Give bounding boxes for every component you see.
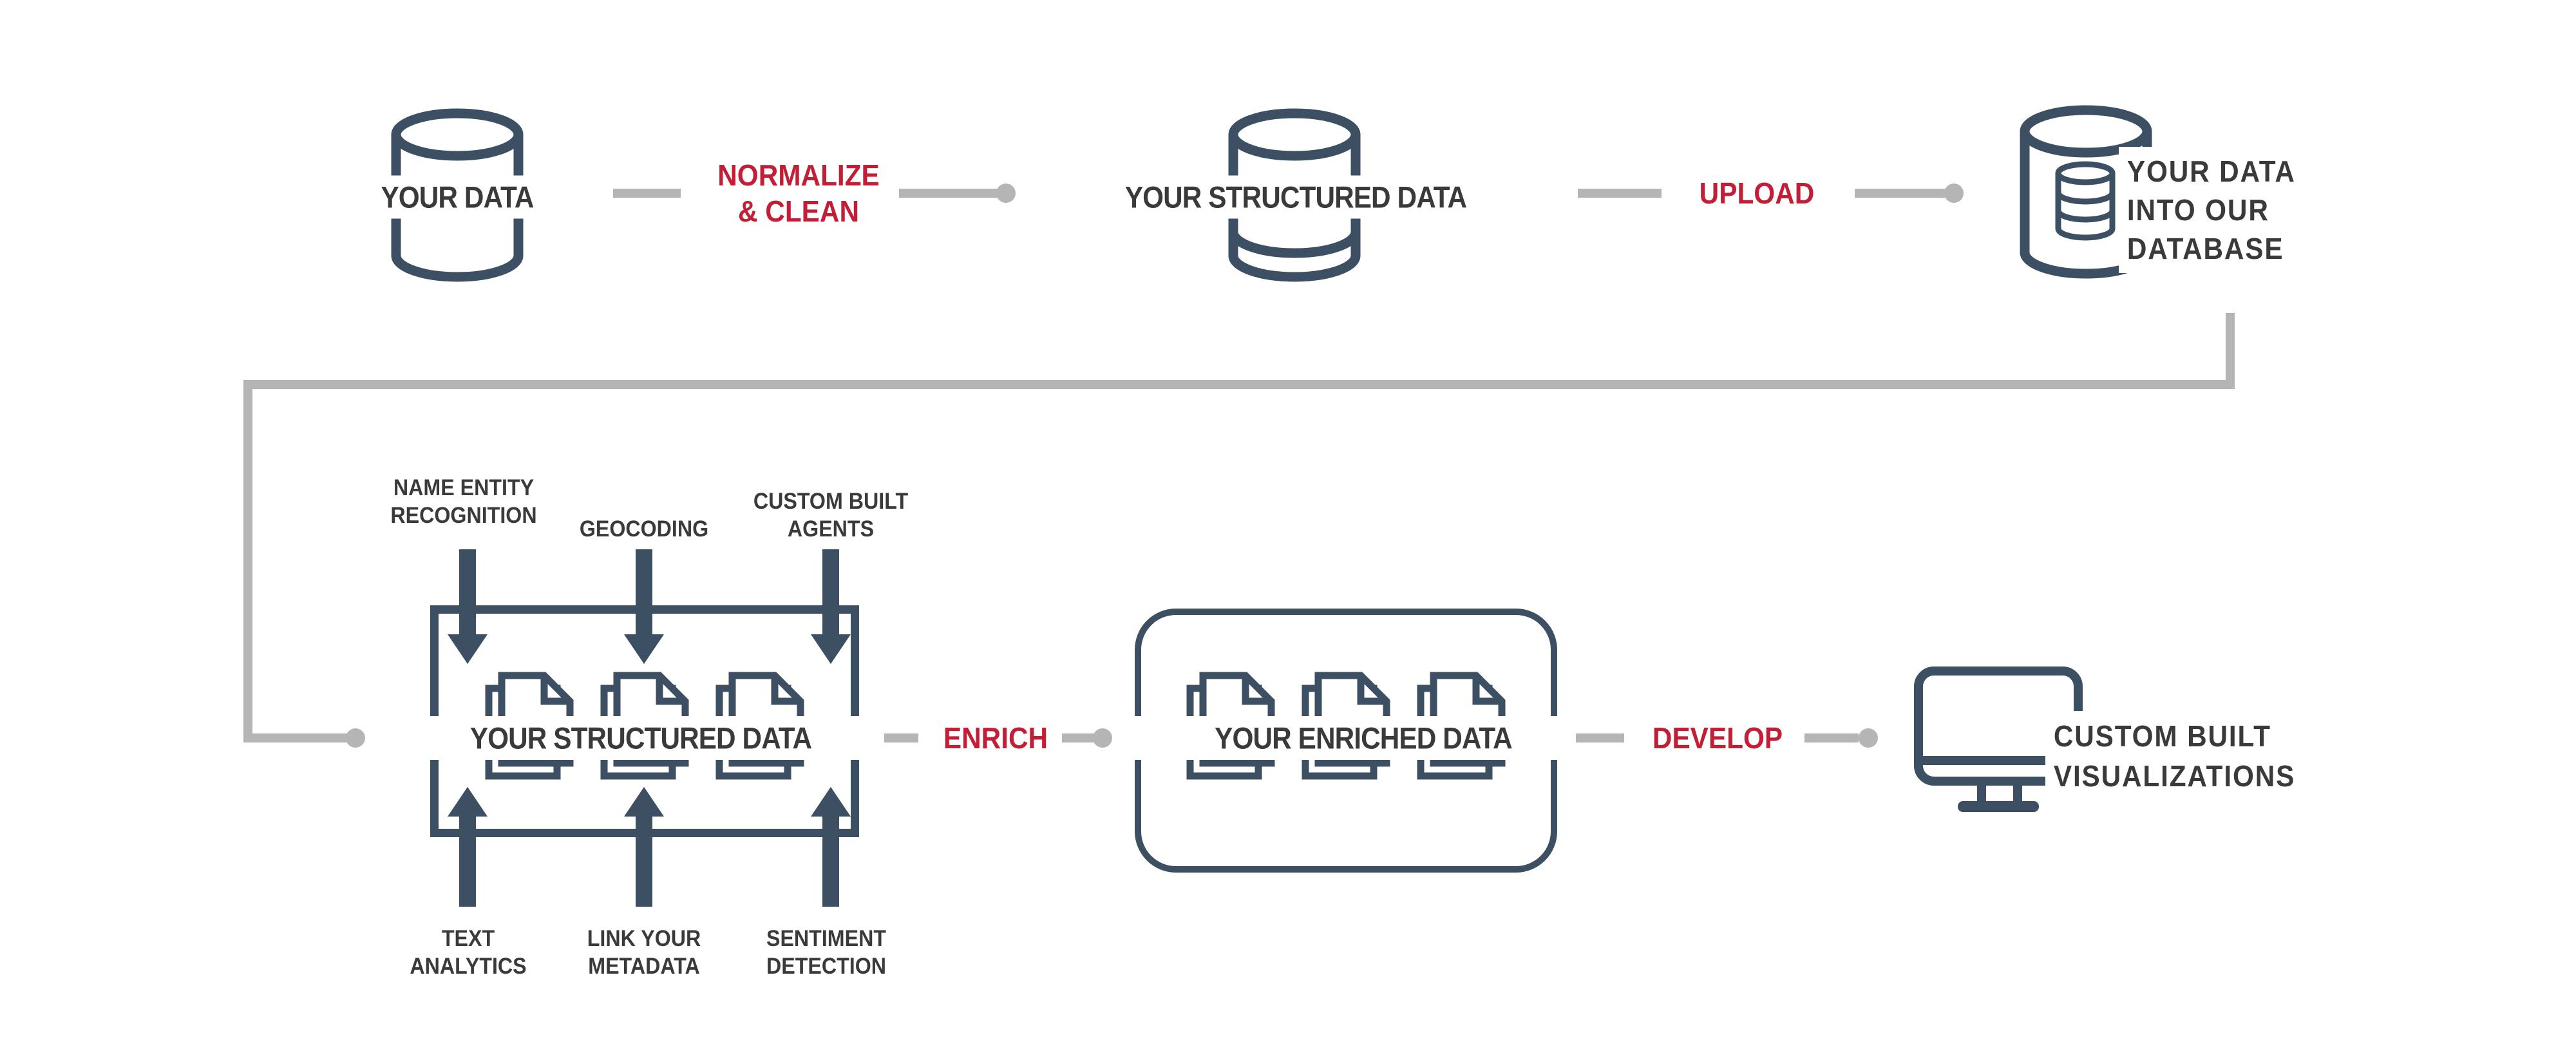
connector-dash (613, 189, 681, 198)
input-line: LINK YOUR (587, 926, 701, 951)
structured-box-label: YOUR STRUCTURED DATA (469, 721, 812, 755)
connector-line (1804, 733, 1859, 742)
input-label-custom-built-agents: CUSTOM BUILT AGENTS (753, 487, 908, 543)
input-line: ANALYTICS (410, 954, 527, 979)
input-line: SENTIMENT (766, 926, 887, 951)
connector-line (1062, 733, 1099, 742)
input-line: TEXT (441, 926, 495, 951)
arrowhead-down-icon (624, 634, 664, 664)
develop-step-label: DEVELOP (1652, 721, 1783, 755)
connector-dot (996, 184, 1016, 203)
arrow-down-icon (459, 549, 476, 634)
arrow-up-icon (822, 817, 839, 907)
structured-data-label: YOUR STRUCTURED DATA (1114, 175, 1477, 219)
your-data-label: YOUR DATA (370, 175, 544, 219)
connector-line (899, 189, 1002, 198)
normalize-line-1: NORMALIZE (717, 158, 880, 192)
database-line-1: YOUR DATA (2126, 155, 2296, 188)
visualizations-line-1: CUSTOM BUILT (2053, 719, 2271, 753)
input-line: NAME ENTITY (393, 475, 535, 500)
connector-dot (1859, 728, 1878, 748)
normalize-step-label: NORMALIZE & CLEAN (717, 157, 880, 229)
normalize-line-2: & CLEAN (737, 194, 860, 228)
connector-dot (1944, 184, 1964, 203)
input-line: METADATA (588, 954, 700, 979)
enrich-step-label: ENRICH (943, 721, 1048, 755)
arrow-up-icon (459, 817, 476, 907)
return-line-vertical-left (243, 380, 252, 742)
connector-dash (1576, 733, 1624, 742)
input-line: DETECTION (766, 954, 887, 979)
database-line-2: INTO OUR (2126, 193, 2269, 227)
visualizations-label: CUSTOM BUILT VISUALIZATIONS (2045, 711, 2304, 801)
connector-dash (1578, 189, 1662, 198)
input-label-sentiment-detection: SENTIMENT DETECTION (766, 925, 886, 980)
input-label-name-entity-recognition: NAME ENTITY RECOGNITION (390, 474, 536, 529)
label-band (1121, 716, 1571, 760)
return-line-vertical-right (2226, 313, 2235, 389)
arrowhead-up-icon (624, 787, 664, 817)
return-line-horizontal (243, 380, 2235, 389)
connector-dash (884, 733, 918, 742)
database-line-3: DATABASE (2126, 232, 2284, 265)
arrowhead-down-icon (448, 634, 488, 664)
input-label-link-your-metadata: LINK YOUR METADATA (587, 925, 701, 980)
arrow-down-icon (636, 549, 652, 634)
input-label-geocoding: GEOCODING (580, 515, 708, 543)
input-line: AGENTS (787, 516, 875, 542)
connector-dot (346, 728, 365, 748)
upload-step-label: UPLOAD (1699, 176, 1815, 210)
input-line: RECOGNITION (390, 503, 537, 528)
arrow-up-icon (636, 817, 652, 907)
enriched-box-label: YOUR ENRICHED DATA (1215, 721, 1513, 755)
connector-dot (1093, 728, 1112, 748)
connector-line (1855, 189, 1950, 198)
visualizations-line-2: VISUALIZATIONS (2053, 759, 2296, 793)
return-line-entry (243, 733, 350, 742)
database-label: YOUR DATA INTO OUR DATABASE (2119, 147, 2304, 273)
arrowhead-up-icon (448, 787, 488, 817)
input-line: CUSTOM BUILT (753, 489, 909, 514)
arrowhead-up-icon (811, 787, 851, 817)
arrowhead-down-icon (811, 634, 851, 664)
input-label-text-analytics: TEXT ANALYTICS (410, 925, 526, 980)
arrow-down-icon (822, 549, 839, 634)
label-band (415, 716, 869, 760)
input-line: GEOCODING (579, 516, 709, 542)
